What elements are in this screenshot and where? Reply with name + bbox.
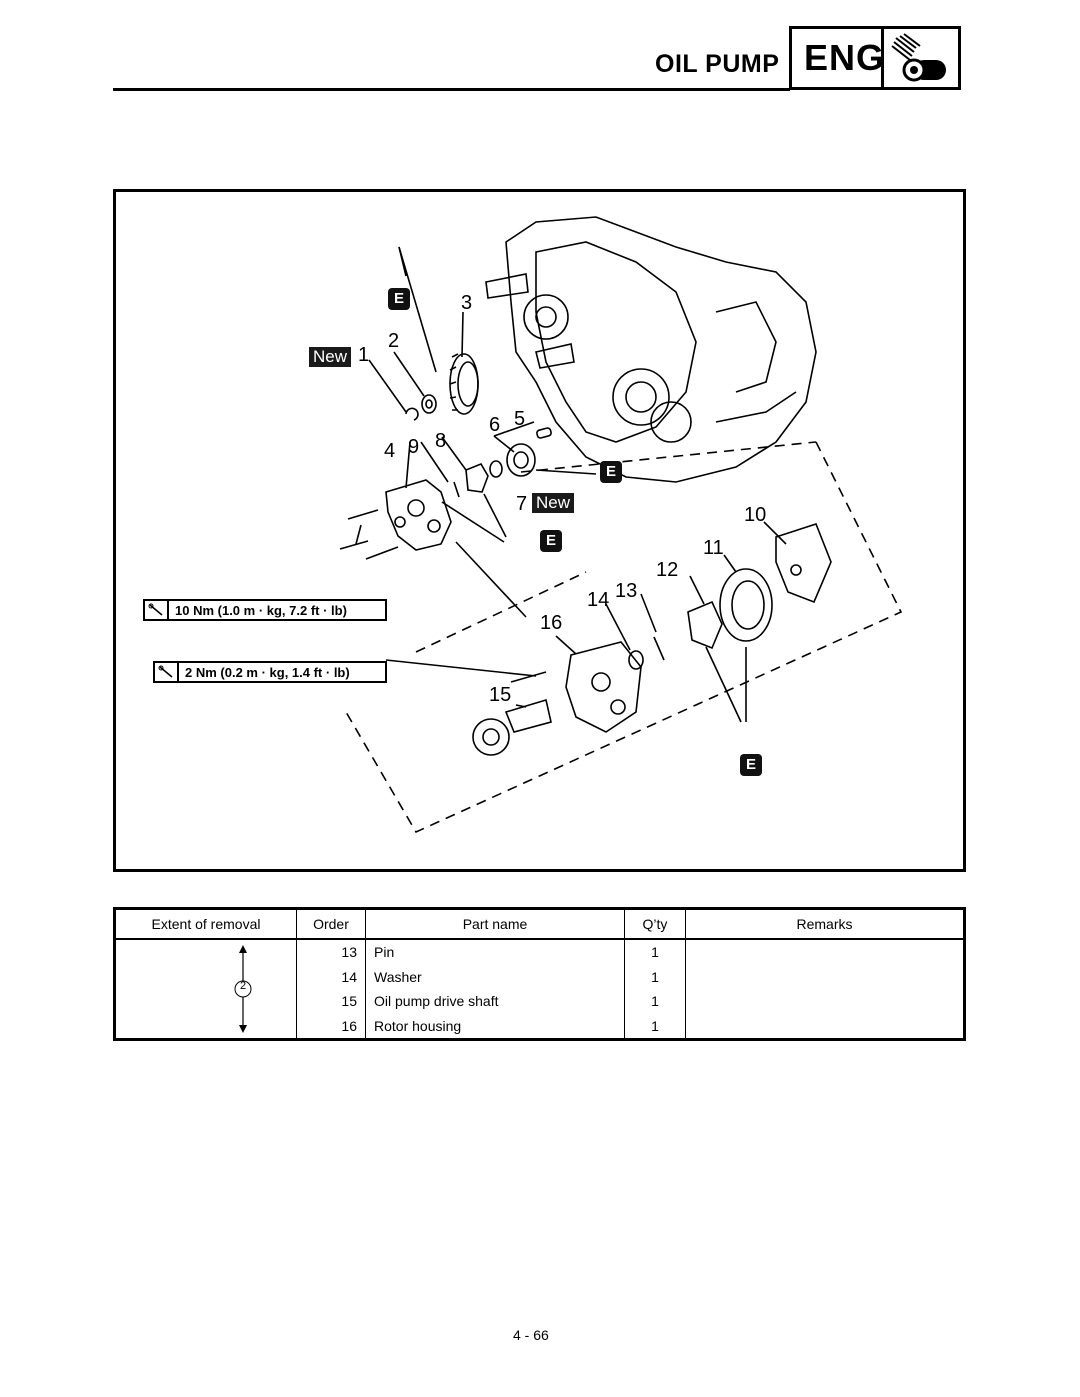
callout-7: 7	[516, 493, 528, 515]
exploded-diagram: 3 2 New 1 6 5 4 9 8 7 New 10 11 12 14 13…	[113, 189, 966, 872]
callout-16: 16	[540, 612, 563, 634]
table-row: 16 Rotor housing 1	[115, 1013, 965, 1040]
callout-9: 9	[408, 436, 420, 458]
table-row: 2 13 Pin 1	[114, 939, 965, 1040]
extent-marker: 2	[239, 980, 247, 992]
callout-6: 6	[489, 414, 501, 436]
row-qty: 1	[624, 1013, 686, 1040]
callout-15: 15	[489, 684, 512, 706]
row-part-name: Washer	[365, 964, 625, 989]
torque-wrench-icon	[155, 663, 179, 681]
table-row: 15 Oil pump drive shaft 1	[115, 988, 965, 1014]
torque-value: 2 Nm (0.2 m · kg, 1.4 ft · lb)	[185, 664, 350, 680]
badge-divider	[881, 29, 884, 87]
torque-spec-2nm: 2 Nm (0.2 m · kg, 1.4 ft · lb)	[153, 661, 387, 683]
row-qty: 1	[624, 939, 686, 965]
row-remarks	[685, 939, 965, 965]
extent-arrow-icon	[234, 945, 252, 1033]
row-order: 16	[296, 1013, 366, 1040]
row-remarks	[685, 1013, 965, 1040]
page-title: OIL PUMP	[655, 50, 780, 78]
row-part-name: Pin	[365, 939, 625, 965]
row-part-name: Oil pump drive shaft	[365, 988, 625, 1014]
callout-2: 2	[388, 330, 400, 352]
callout-5: 5	[514, 408, 526, 430]
callout-4: 4	[384, 440, 396, 462]
row-remarks	[685, 988, 965, 1014]
engine-icon	[891, 33, 946, 82]
callout-14: 14	[587, 589, 610, 611]
callout-11: 11	[703, 537, 724, 559]
extent-cell: 2	[114, 939, 297, 1040]
col-qty: Q’ty	[624, 908, 686, 940]
engine-oil-badge: E	[600, 461, 622, 483]
page-number: 4 - 66	[513, 1327, 549, 1343]
callout-12: 12	[656, 559, 679, 581]
col-part-name: Part name	[365, 908, 625, 940]
torque-value: 10 Nm (1.0 m · kg, 7.2 ft · lb)	[175, 602, 347, 618]
header-rule	[113, 88, 790, 91]
engine-oil-badge: E	[388, 288, 410, 310]
callout-13: 13	[615, 580, 638, 602]
new-tag: New	[532, 493, 575, 513]
callout-1: 1	[358, 344, 370, 366]
callout-10: 10	[744, 504, 767, 526]
col-remarks: Remarks	[685, 908, 965, 940]
row-qty: 1	[624, 964, 686, 989]
engine-oil-badge: E	[740, 754, 762, 776]
section-badge-label: ENG	[804, 37, 886, 78]
section-badge: ENG	[789, 26, 961, 90]
row-order: 13	[296, 939, 366, 965]
row-part-name: Rotor housing	[365, 1013, 625, 1040]
col-extent: Extent of removal	[114, 908, 297, 940]
callout-8: 8	[435, 430, 447, 452]
oil-pump-exploded-view	[339, 216, 903, 834]
col-order: Order	[296, 908, 366, 940]
parts-table: Extent of removal Order Part name Q’ty R…	[113, 907, 966, 1041]
new-tag: New	[309, 347, 352, 367]
torque-spec-10nm: 10 Nm (1.0 m · kg, 7.2 ft · lb)	[143, 599, 387, 621]
torque-wrench-icon	[145, 601, 169, 619]
row-remarks	[685, 964, 965, 989]
callout-3: 3	[461, 292, 473, 314]
row-order: 14	[296, 964, 366, 989]
row-order: 15	[296, 988, 366, 1014]
table-row: 14 Washer 1	[115, 964, 965, 989]
row-qty: 1	[624, 988, 686, 1014]
table-header-row: Extent of removal Order Part name Q’ty R…	[114, 908, 965, 940]
engine-oil-badge: E	[540, 530, 562, 552]
